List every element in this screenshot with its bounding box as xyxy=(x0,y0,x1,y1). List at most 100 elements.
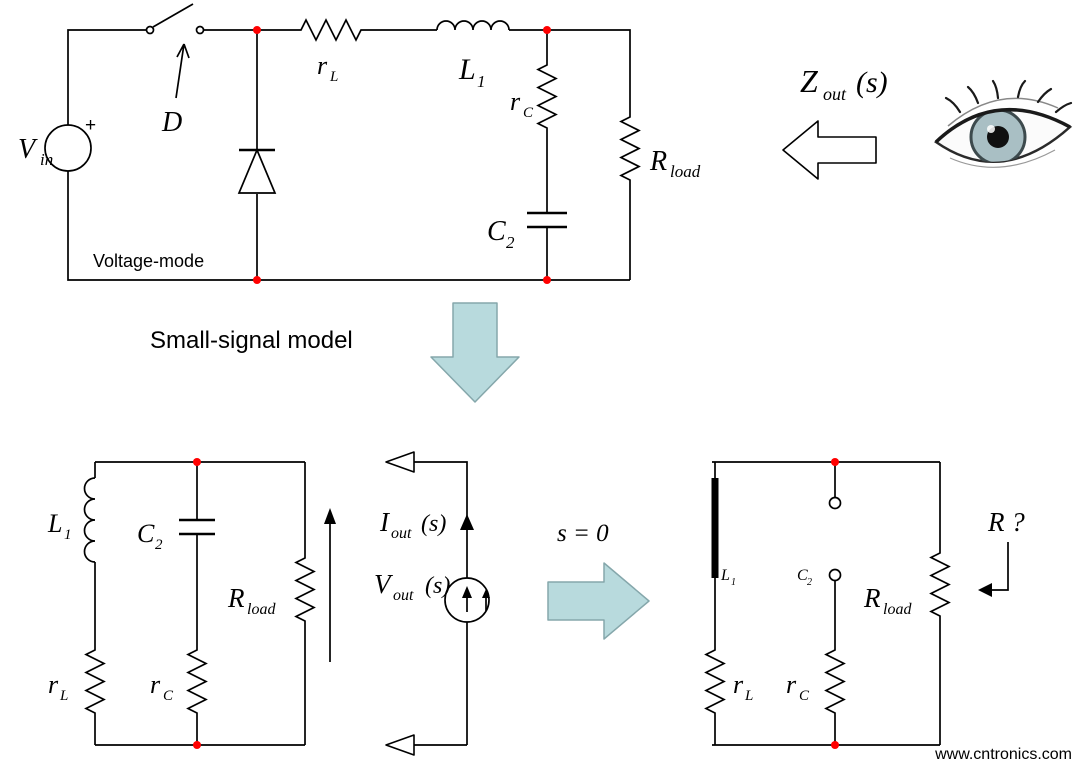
duty-arrow xyxy=(175,43,190,99)
capacitor-c2 xyxy=(179,518,215,536)
c2-label: C xyxy=(137,519,155,548)
inductor-l1 xyxy=(436,20,510,31)
eye-icon xyxy=(934,79,1073,168)
rload-sub: load xyxy=(883,601,912,618)
vout-sub: out xyxy=(393,587,414,604)
current-source xyxy=(444,577,490,623)
resistor-rc xyxy=(536,60,558,133)
l1-sub: 1 xyxy=(477,72,486,91)
l1-sub: 1 xyxy=(64,527,72,543)
junction-dot xyxy=(193,458,201,466)
resistor-rl xyxy=(84,645,106,718)
l1-label: L xyxy=(720,567,730,584)
iout-sub: out xyxy=(391,525,412,542)
iout-arg: (s) xyxy=(421,511,446,537)
switch-contact xyxy=(195,25,205,35)
r-question-arrow-line xyxy=(986,542,1009,591)
resistor-rload xyxy=(619,112,641,185)
s-zero-annotation: s = 0 xyxy=(547,520,650,640)
small-signal-label: Small-signal model xyxy=(150,327,353,354)
duty-arrow-line xyxy=(175,43,190,99)
rc-sub: C xyxy=(523,105,534,121)
rl-label: r xyxy=(733,670,744,699)
l1-sub: 1 xyxy=(731,577,736,588)
vout-arg: (s) xyxy=(425,573,450,599)
c2-sub: 2 xyxy=(155,537,163,553)
port-arrow-top xyxy=(385,451,415,473)
rc-label: r xyxy=(150,670,161,699)
down-block-arrow xyxy=(430,302,520,403)
junction-dot xyxy=(253,276,261,284)
s-zero-label: s = 0 xyxy=(557,520,609,547)
left-block-arrow xyxy=(782,120,877,180)
voltage-source xyxy=(44,124,92,172)
vin-sub: in xyxy=(40,150,53,169)
watermark: www.cntronics.com xyxy=(934,746,1072,763)
eyelashes xyxy=(944,79,1073,114)
output-port: I out (s) V out (s) xyxy=(324,451,490,756)
rl-sub: L xyxy=(59,688,68,704)
small-signal-annotation: Small-signal model xyxy=(150,302,520,403)
eye-highlight xyxy=(987,125,995,133)
small-signal-circuit: L 1 C 2 R load r L r C xyxy=(47,458,316,749)
r-question-annotation: R ? xyxy=(978,507,1025,597)
junction-dot xyxy=(253,26,261,34)
vin-label: V xyxy=(18,134,38,165)
current-arrow-head xyxy=(460,514,474,530)
junction-dot xyxy=(831,458,839,466)
c2-sub: 2 xyxy=(807,577,812,588)
resistor-rc xyxy=(824,645,846,718)
r-question-arrow-head xyxy=(978,583,992,597)
vout-label: V xyxy=(374,569,394,599)
zout-arg: (s) xyxy=(856,66,888,99)
voltage-mode-label: Voltage-mode xyxy=(93,251,204,271)
current-source-side-arrow-head xyxy=(482,589,490,598)
rl-sub: L xyxy=(329,69,338,85)
dc-circuit: L 1 C 2 R load r L r C xyxy=(704,458,951,749)
right-block-arrow xyxy=(547,562,650,640)
zout-sub: out xyxy=(823,84,847,104)
r-question-label: R ? xyxy=(987,507,1025,537)
resistor-rl xyxy=(704,645,726,718)
switch-pivot xyxy=(145,25,155,35)
rc-sub: C xyxy=(799,688,810,704)
junction-dot xyxy=(193,741,201,749)
lower-lid-shadow xyxy=(949,149,1056,168)
rload-label: R xyxy=(227,583,245,613)
diode-triangle xyxy=(237,147,277,194)
capacitor-c2 xyxy=(527,211,567,229)
junction-dot xyxy=(831,741,839,749)
port-arrow-bottom xyxy=(385,734,415,756)
current-source-arrow-head xyxy=(462,586,472,598)
junction-dot xyxy=(543,276,551,284)
l1-label: L xyxy=(458,53,476,86)
l1-label: L xyxy=(47,509,62,538)
rl-label: r xyxy=(48,670,59,699)
upper-eyelid xyxy=(934,108,1071,144)
wire xyxy=(67,29,631,281)
wire xyxy=(414,461,468,746)
inductor-l1 xyxy=(83,477,96,563)
switch xyxy=(145,3,205,35)
capacitor-plates xyxy=(527,211,567,229)
rload-sub: load xyxy=(247,601,276,618)
rl-label: r xyxy=(317,51,328,80)
resistor-rload xyxy=(294,553,316,626)
rc-label: r xyxy=(510,87,521,116)
c2-sub: 2 xyxy=(506,233,515,252)
c2-label: C xyxy=(797,567,808,584)
iout-label: I xyxy=(379,507,391,537)
eyelid-crease xyxy=(947,97,1059,127)
resistor-rload xyxy=(929,548,951,621)
wire xyxy=(712,461,941,746)
zout-label: Z xyxy=(800,63,819,99)
duty-label: D xyxy=(161,107,182,138)
eye-iris-group xyxy=(969,109,1027,162)
zout-annotation: Z out (s) xyxy=(782,63,1073,180)
rload-label: R xyxy=(863,583,881,613)
plus-sign: + xyxy=(85,115,96,136)
rc-sub: C xyxy=(163,688,174,704)
capacitor-c2-open-terminal-top xyxy=(828,496,842,510)
rc-label: r xyxy=(786,670,797,699)
junction-dot xyxy=(543,26,551,34)
